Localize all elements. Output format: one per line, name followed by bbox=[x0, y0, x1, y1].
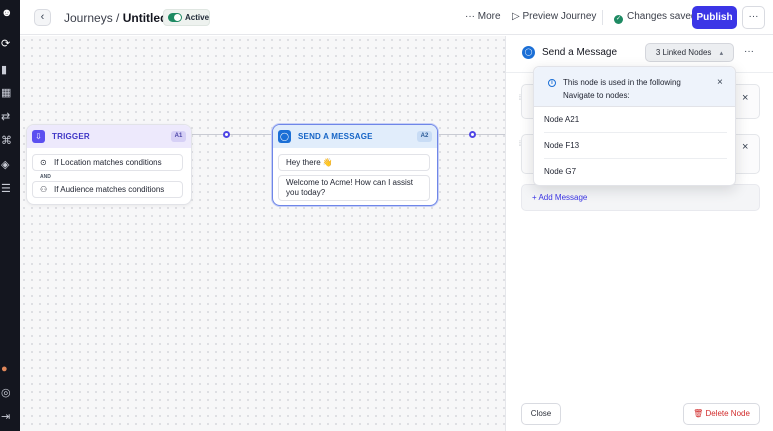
profile-icon[interactable]: ● bbox=[1, 363, 8, 375]
connector-handle[interactable] bbox=[223, 131, 230, 138]
condition-label: If Location matches conditions bbox=[54, 158, 162, 167]
condition-audience[interactable]: ⚇ If Audience matches conditions bbox=[32, 181, 183, 198]
node-id-badge: A1 bbox=[171, 131, 186, 142]
journeys-icon[interactable]: ⟳ bbox=[1, 38, 11, 50]
apps-icon[interactable]: ▦ bbox=[1, 87, 12, 99]
drag-handle-icon[interactable]: ⁞ bbox=[519, 141, 521, 148]
layers-icon[interactable]: ◈ bbox=[1, 159, 10, 171]
message-bubble-icon: ◯ bbox=[522, 46, 535, 59]
chevron-up-icon: ▴ bbox=[719, 50, 724, 57]
location-pin-icon: ⊙ bbox=[40, 158, 47, 167]
popover-info-text: This node is used in the following Navig… bbox=[563, 78, 681, 100]
help-icon[interactable]: ◎ bbox=[1, 387, 11, 399]
journey-canvas[interactable]: ⇩ TRIGGER A1 ⊙ If Location matches condit… bbox=[20, 36, 505, 431]
more-button[interactable]: ··· More bbox=[465, 11, 501, 22]
save-status-label: Changes saved bbox=[627, 11, 697, 22]
left-rail: ☻ ⟳ ▮ ▦ ⇄ ⌘ ◈ ☰ ● ◎ ⇥ bbox=[0, 0, 20, 431]
status-label: Active bbox=[185, 13, 210, 22]
header-menu-button[interactable]: ··· bbox=[742, 6, 765, 29]
analytics-icon[interactable]: ▮ bbox=[1, 64, 8, 76]
delete-node-button[interactable]: 🗑 Delete Node bbox=[683, 403, 760, 425]
remove-message-icon[interactable]: × bbox=[742, 92, 749, 104]
linked-node-item[interactable]: Node G7 bbox=[544, 167, 577, 176]
condition-joiner: AND bbox=[40, 174, 51, 180]
breadcrumb-separator: / bbox=[116, 11, 120, 25]
header-divider bbox=[602, 10, 603, 25]
close-button[interactable]: Close bbox=[521, 403, 561, 425]
panel-menu-button[interactable]: ··· bbox=[744, 46, 754, 57]
settings-sliders-icon[interactable]: ☰ bbox=[1, 183, 11, 195]
audience-icon: ⚇ bbox=[40, 185, 48, 194]
info-icon: i bbox=[548, 79, 556, 87]
drag-handle-icon[interactable]: ⁞ bbox=[519, 95, 521, 102]
collapse-icon[interactable]: ⇥ bbox=[1, 411, 11, 423]
top-header: ‹ Journeys / Untitled Active ··· More ▷ … bbox=[20, 0, 773, 35]
back-button[interactable]: ‹ bbox=[34, 9, 51, 26]
status-toggle[interactable]: Active bbox=[163, 9, 210, 26]
send-node-title: SEND A MESSAGE bbox=[298, 132, 373, 141]
linked-nodes-popover: i This node is used in the following Nav… bbox=[533, 66, 736, 186]
condition-label: If Audience matches conditions bbox=[54, 185, 165, 194]
message-bubble-icon: ◯ bbox=[278, 130, 291, 143]
node-id-badge: A2 bbox=[417, 131, 432, 142]
breadcrumb: Journeys / Untitled bbox=[64, 11, 167, 25]
linked-nodes-label: 3 Linked Nodes bbox=[655, 48, 712, 57]
send-message-node[interactable]: ◯ SEND A MESSAGE A2 Hey there 👋 Welcome … bbox=[272, 124, 438, 206]
page-title: Untitled bbox=[122, 11, 168, 25]
connector-line bbox=[192, 134, 272, 135]
breadcrumb-journeys[interactable]: Journeys bbox=[64, 11, 113, 25]
connector-handle[interactable] bbox=[469, 131, 476, 138]
connections-icon[interactable]: ⌘ bbox=[1, 135, 12, 147]
remove-message-icon[interactable]: × bbox=[742, 141, 749, 153]
close-icon[interactable]: × bbox=[717, 77, 723, 88]
trigger-node[interactable]: ⇩ TRIGGER A1 ⊙ If Location matches condit… bbox=[26, 124, 192, 205]
linked-node-item[interactable]: Node A21 bbox=[544, 107, 727, 133]
save-status: ✓ Changes saved bbox=[614, 10, 697, 24]
preview-journey-button[interactable]: ▷ Preview Journey bbox=[512, 11, 597, 22]
flows-icon[interactable]: ⇄ bbox=[1, 111, 11, 123]
trigger-node-title: TRIGGER bbox=[52, 132, 90, 141]
add-message-button[interactable]: + Add Message bbox=[521, 184, 760, 211]
linked-nodes-dropdown[interactable]: 3 Linked Nodes ▴ bbox=[645, 43, 734, 62]
logo-icon[interactable]: ☻ bbox=[1, 7, 13, 19]
message-preview: Welcome to Acme! How can I assist you to… bbox=[278, 175, 430, 201]
send-node-header: ◯ SEND A MESSAGE A2 bbox=[273, 125, 437, 148]
trigger-icon: ⇩ bbox=[32, 130, 45, 143]
linked-node-item[interactable]: Node F13 bbox=[544, 133, 727, 159]
toggle-switch-icon bbox=[168, 13, 182, 22]
popover-info-banner: i This node is used in the following Nav… bbox=[534, 67, 735, 107]
publish-button[interactable]: Publish bbox=[692, 6, 737, 29]
message-preview: Hey there 👋 bbox=[278, 154, 430, 171]
condition-location[interactable]: ⊙ If Location matches conditions bbox=[32, 154, 183, 171]
panel-title: Send a Message bbox=[542, 47, 618, 58]
check-circle-icon: ✓ bbox=[614, 15, 623, 24]
trigger-node-header: ⇩ TRIGGER A1 bbox=[27, 125, 191, 148]
